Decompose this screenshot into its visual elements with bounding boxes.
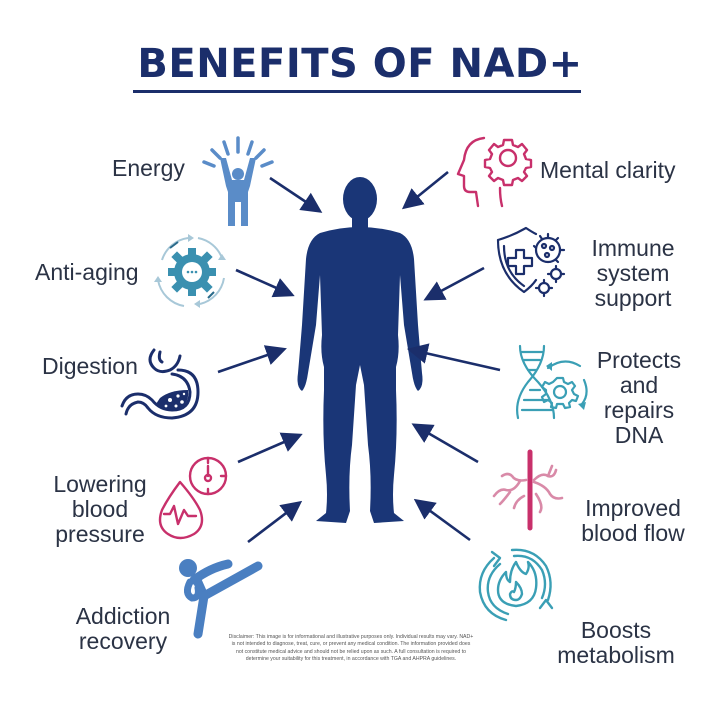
person-energy-icon (202, 136, 274, 226)
gear-cycle-icon (154, 234, 226, 308)
disclaimer-text: Disclaimer: This image is for informatio… (228, 634, 474, 663)
arrow-digestion (217, 345, 287, 374)
label-boosts-metabolism: Boosts metabolism (556, 618, 676, 668)
label-immune-system-support: Immune system support (586, 236, 680, 311)
label-line: Immune (591, 235, 675, 261)
label-line: Improved (585, 495, 681, 521)
label-line: blood flow (581, 520, 685, 546)
page-title: BENEFITS OF NAD+ (137, 41, 583, 87)
title-underline (133, 90, 581, 93)
shield-virus-icon (496, 226, 566, 298)
label-line: support (594, 285, 672, 311)
label-protects-repairs-dna: Protects and repairs DNA (592, 348, 686, 448)
label-line: Protects (596, 347, 682, 373)
martial-arts-kick-icon (179, 559, 263, 639)
label-line: Boosts (580, 617, 652, 643)
label-line: repairs (603, 397, 675, 423)
head-gear-icon (456, 136, 533, 208)
label-line: recovery (78, 628, 168, 654)
label-digestion: Digestion (42, 353, 138, 379)
arrow-metabolism (413, 498, 471, 542)
label-energy: Energy (112, 155, 185, 181)
arrow-mental (401, 170, 449, 210)
label-improved-blood-flow: Improved blood flow (574, 496, 692, 546)
arrow-energy (269, 176, 323, 213)
label-line: DNA (614, 422, 664, 448)
label-lowering-blood-pressure: Lowering blood pressure (48, 472, 152, 547)
flame-cycle-icon (478, 548, 554, 622)
label-line: and (619, 372, 659, 398)
blood-vessel-icon (492, 449, 564, 531)
arrow-anti-aging (235, 268, 295, 298)
arrow-addiction (247, 500, 303, 544)
label-anti-aging: Anti-aging (35, 259, 139, 285)
arrow-blood-pressure (237, 432, 303, 464)
label-line: Lowering (53, 471, 147, 497)
label-addiction-recovery: Addiction recovery (68, 604, 178, 654)
label-line: system (596, 260, 670, 286)
dna-gear-icon (516, 344, 588, 420)
arrow-immune (423, 266, 485, 301)
stomach-icon (120, 348, 200, 420)
arrow-dna (406, 343, 501, 372)
label-line: pressure (55, 521, 145, 547)
arrow-blood-flow (411, 423, 479, 464)
label-line: metabolism (557, 642, 675, 668)
label-line: Addiction (75, 603, 171, 629)
label-line: blood (71, 496, 129, 522)
label-mental-clarity: Mental clarity (540, 157, 676, 183)
blood-drop-gauge-icon (158, 456, 228, 540)
human-body-icon (297, 177, 423, 523)
